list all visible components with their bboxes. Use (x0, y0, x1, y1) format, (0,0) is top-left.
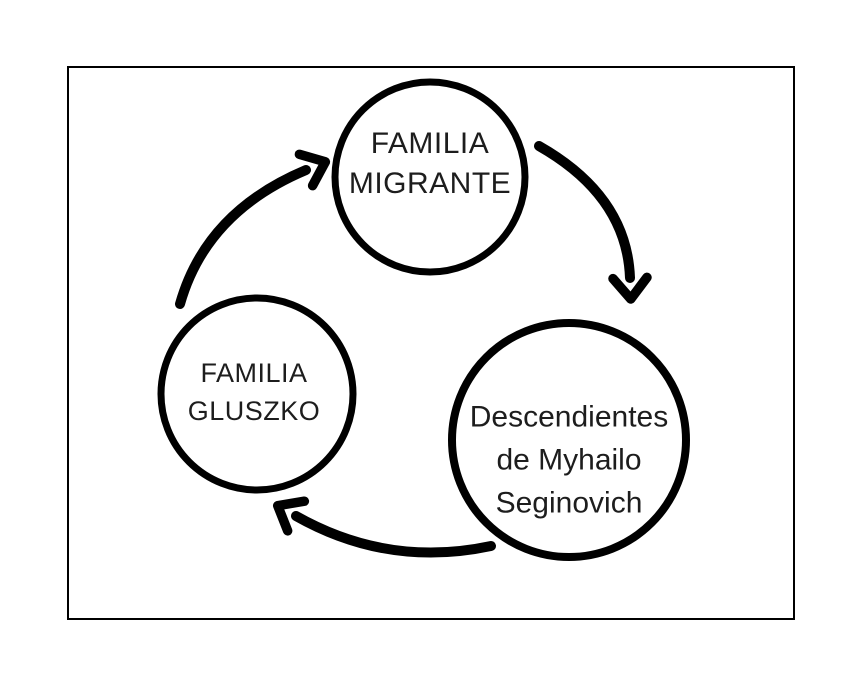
outer-border (67, 66, 795, 620)
arrow-migrante-to-descendientes (534, 141, 652, 304)
node-circle-familia-gluszko (157, 294, 357, 494)
node-circle-familia-migrante (331, 78, 529, 276)
arrow-gluszko-to-migrante (175, 149, 331, 309)
node-circle-descendientes (448, 319, 690, 561)
arrow-descendientes-to-gluszko (272, 496, 496, 558)
